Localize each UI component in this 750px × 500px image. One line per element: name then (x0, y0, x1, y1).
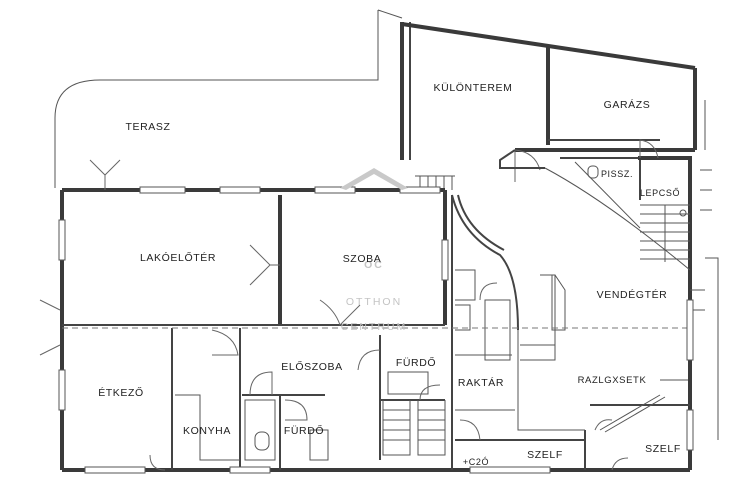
label-lepcso: LEPCSŐ (640, 188, 680, 198)
label-kulonterem: KÜLÖNTEREM (434, 82, 513, 94)
label-szoba: SZOBA (343, 253, 382, 265)
label-eloszoba: ELŐSZOBA (281, 359, 342, 373)
lower-stairs (382, 400, 446, 456)
label-szelf-mid: SZELF (527, 449, 563, 461)
vendegter-fixtures (517, 274, 705, 433)
label-terasz: TERASZ (125, 121, 170, 133)
windows (58, 186, 694, 474)
label-pissz: PISSZ. (601, 169, 633, 179)
watermark-line2: CENTRUM (341, 321, 408, 333)
label-furdo-lower: FÜRDŐ (284, 423, 324, 437)
main-walls (60, 188, 692, 472)
label-vendegter: VENDÉGTÉR (597, 288, 668, 301)
label-konyha: KONYHA (183, 425, 231, 437)
raktar-fixtures (455, 269, 515, 411)
curved-wall (451, 149, 691, 331)
watermark: OC OTTHON CENTRUM (340, 168, 408, 333)
label-furdo-upper: FÜRDŐ (396, 355, 436, 369)
watermark-line1: OTTHON (346, 296, 402, 308)
room-labels: TERASZ KÜLÖNTEREM GARÁZS PISSZ. LEPCSŐ L… (98, 82, 681, 467)
upper-block-walls (400, 22, 706, 190)
doors (39, 159, 629, 471)
label-razlaksetk: RAZLGXSETK (578, 375, 647, 386)
label-wc: +C2Ó (463, 457, 489, 467)
label-lakoelter: LAKÓELŐTÉR (140, 250, 216, 264)
label-garazs: GARÁZS (604, 98, 651, 111)
watermark-logo: OC (364, 259, 384, 271)
label-etkezo: ÉTKEZŐ (98, 385, 144, 399)
label-raktar: RAKTÁR (458, 376, 504, 389)
fixtures (175, 371, 429, 461)
stair-area (560, 139, 719, 440)
house-roof-icon (340, 168, 408, 190)
label-szelf-right: SZELF (645, 443, 681, 455)
terrace-outline (54, 9, 403, 188)
